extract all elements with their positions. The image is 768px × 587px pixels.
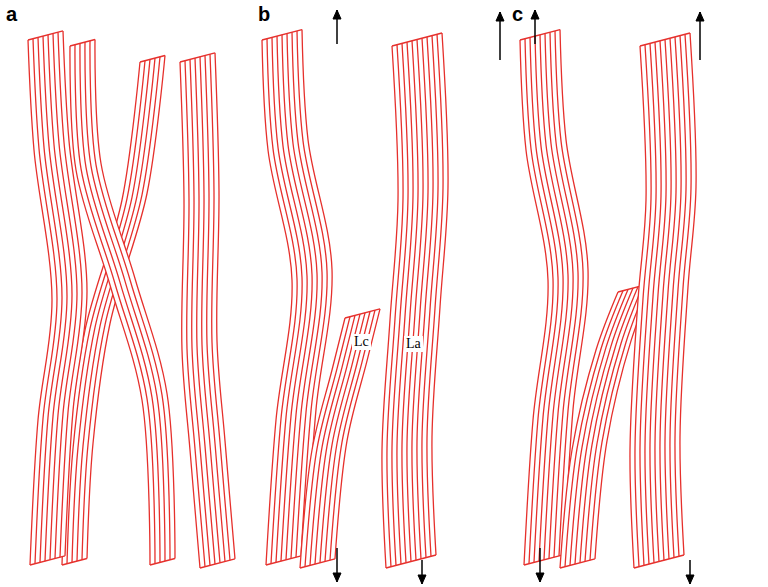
- lamella-line: [205, 56, 225, 562]
- arrow-head: [496, 12, 504, 21]
- lamella-line: [655, 40, 671, 562]
- arrow-head: [686, 575, 694, 584]
- lamella-line: [272, 37, 302, 562]
- lamella-line: [262, 40, 292, 565]
- lamella-line: [53, 34, 77, 559]
- lamella-line: [90, 41, 170, 560]
- bundle-cap: [386, 555, 436, 568]
- lamella-line: [670, 36, 686, 558]
- load-arrow: [418, 560, 426, 584]
- lamella-line: [63, 31, 87, 556]
- lamella-line: [645, 42, 661, 564]
- lamella-line: [95, 40, 175, 559]
- lamella-line: [630, 46, 646, 568]
- bundle-cap: [140, 56, 165, 63]
- length-label: La: [404, 336, 423, 352]
- bundle-cap: [62, 559, 87, 566]
- arrow-head: [696, 12, 704, 21]
- bundle-cap: [180, 53, 215, 62]
- bundle-cap: [200, 559, 235, 568]
- lamella-line: [330, 310, 375, 560]
- bundle-fill: [28, 31, 87, 565]
- bundle-cap: [150, 559, 175, 566]
- arrow-head: [333, 10, 341, 19]
- bundle-cap: [345, 309, 380, 318]
- lamella-line: [58, 32, 82, 557]
- bundle-cap: [28, 31, 63, 40]
- load-arrow: [496, 12, 504, 60]
- lamella-line: [635, 45, 651, 567]
- lamella-line: [277, 36, 307, 561]
- load-arrow: [333, 548, 341, 582]
- bundle-cap: [30, 556, 65, 565]
- arrow-head: [333, 573, 341, 582]
- load-arrow: [531, 10, 539, 44]
- arrow-head: [418, 575, 426, 584]
- lamella-line: [267, 39, 297, 564]
- load-arrow: [696, 12, 704, 60]
- bundle-cap: [392, 33, 442, 46]
- lamella-line: [650, 41, 666, 563]
- bundle-cap: [524, 555, 564, 565]
- fibre-bundle: [630, 33, 696, 568]
- lamella-line: [680, 33, 696, 555]
- panel-letter: b: [258, 4, 270, 24]
- lamella-line: [335, 309, 380, 559]
- lamella-line: [665, 37, 681, 559]
- bundle-cap: [640, 33, 690, 46]
- lamella-line: [675, 34, 691, 556]
- load-arrow: [333, 10, 341, 44]
- bundle-fill: [382, 33, 448, 568]
- fibre-bundle: [300, 309, 380, 568]
- bundle-fill: [300, 309, 380, 568]
- lamella-line: [660, 38, 676, 560]
- lamella-line: [215, 53, 235, 559]
- load-arrow: [686, 560, 694, 584]
- length-label: Lc: [352, 334, 371, 350]
- bundle-fill: [630, 33, 696, 568]
- fibre-bundle: [180, 53, 235, 568]
- lamella-line: [640, 43, 656, 565]
- bundle-cap: [262, 30, 302, 40]
- panel-letter: c: [512, 4, 523, 24]
- arrow-head: [531, 10, 539, 19]
- bundle-cap: [70, 40, 95, 47]
- bundle-cap: [560, 559, 595, 568]
- load-arrow: [536, 548, 544, 582]
- lamella-line: [210, 54, 230, 560]
- bundle-fill: [180, 53, 235, 568]
- bundle-cap: [634, 555, 684, 568]
- bundle-cap: [520, 30, 560, 40]
- lamella-line: [432, 33, 448, 555]
- arrow-head: [536, 573, 544, 582]
- bundle-cap: [300, 559, 335, 568]
- fibre-bundle: [28, 31, 87, 565]
- fibre-bundle: [382, 33, 448, 568]
- panel-letter: a: [6, 4, 17, 24]
